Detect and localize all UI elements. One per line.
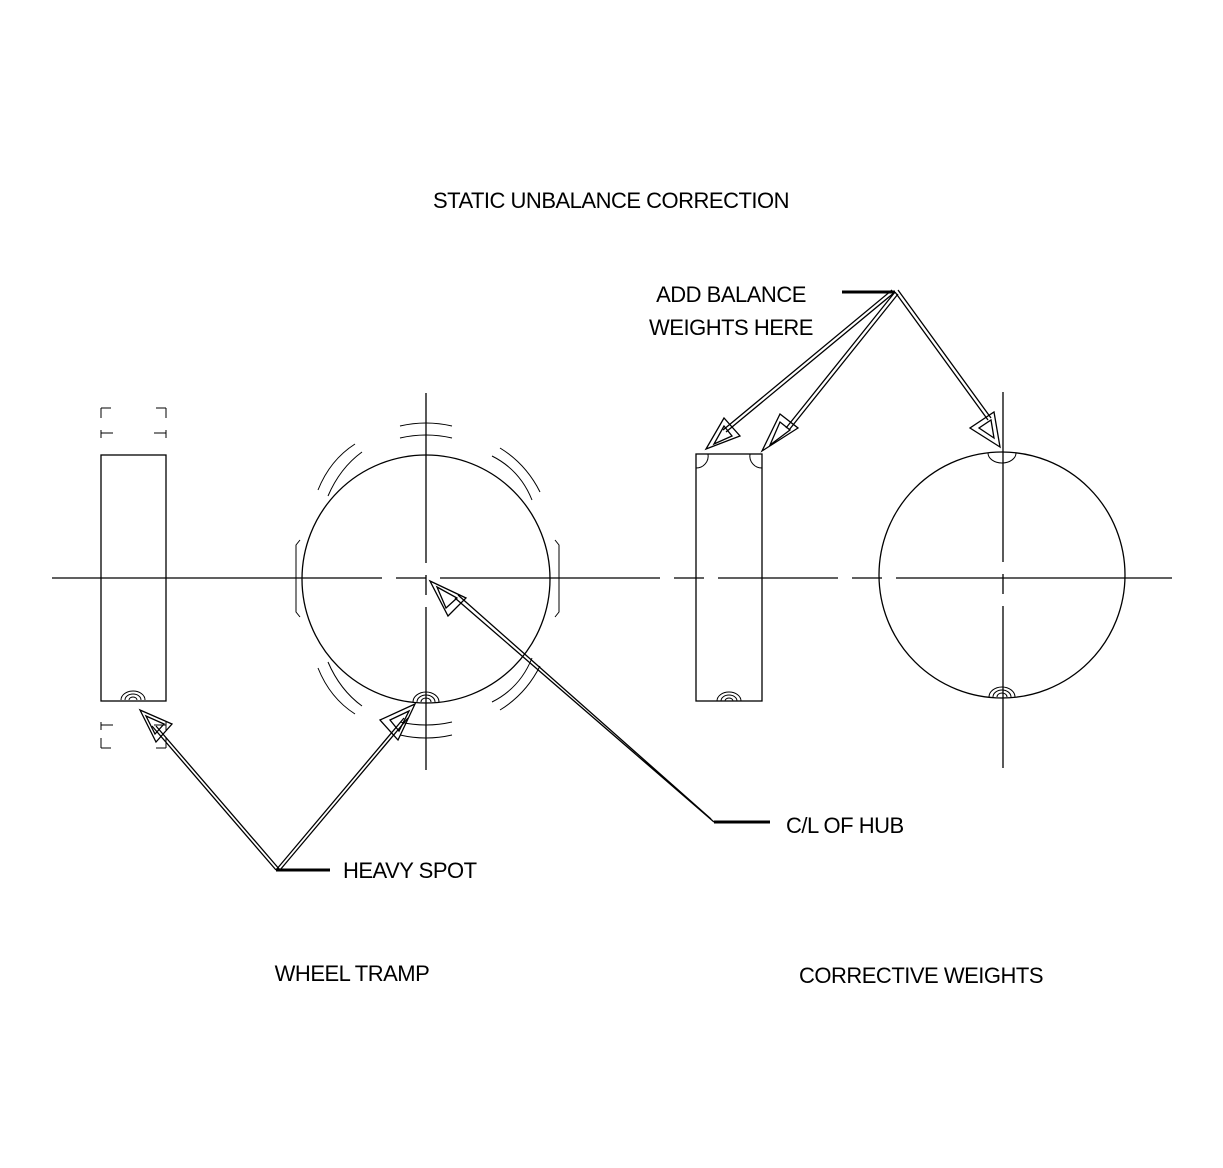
heavy-spot-marker-corrective-side — [716, 691, 742, 702]
arrowhead-icon — [138, 708, 174, 744]
arrowhead-icon — [428, 579, 468, 618]
heavy-spot-marker-corrective-front — [988, 686, 1016, 698]
heavy-spot-marker-front — [412, 691, 440, 703]
heavy-spot-label: HEAVY SPOT — [343, 858, 477, 883]
wheel-tramp-front-view — [295, 393, 560, 770]
arrowhead-icon — [760, 412, 800, 453]
corrective-weights-side-view — [695, 453, 763, 702]
add-balance-label-line2: WEIGHTS HERE — [649, 315, 813, 340]
heavy-spot-leaders — [138, 702, 417, 872]
wheel-tramp-side-view — [100, 407, 167, 749]
corrective-weights-caption: CORRECTIVE WEIGHTS — [799, 963, 1043, 988]
heavy-spot-marker-side — [120, 690, 146, 701]
cl-of-hub-label: C/L OF HUB — [786, 813, 904, 838]
cl-of-hub-leader — [428, 579, 770, 824]
arrowhead-icon — [968, 410, 1001, 449]
add-balance-label-line1: ADD BALANCE — [656, 282, 806, 307]
arrowhead-icon — [378, 702, 417, 742]
corrective-weights-front-view — [878, 392, 1126, 768]
wheel-tramp-caption: WHEEL TRAMP — [275, 961, 430, 986]
diagram-title: STATIC UNBALANCE CORRECTION — [433, 188, 789, 213]
add-balance-leaders — [704, 289, 1001, 453]
arrowhead-icon — [704, 416, 742, 451]
